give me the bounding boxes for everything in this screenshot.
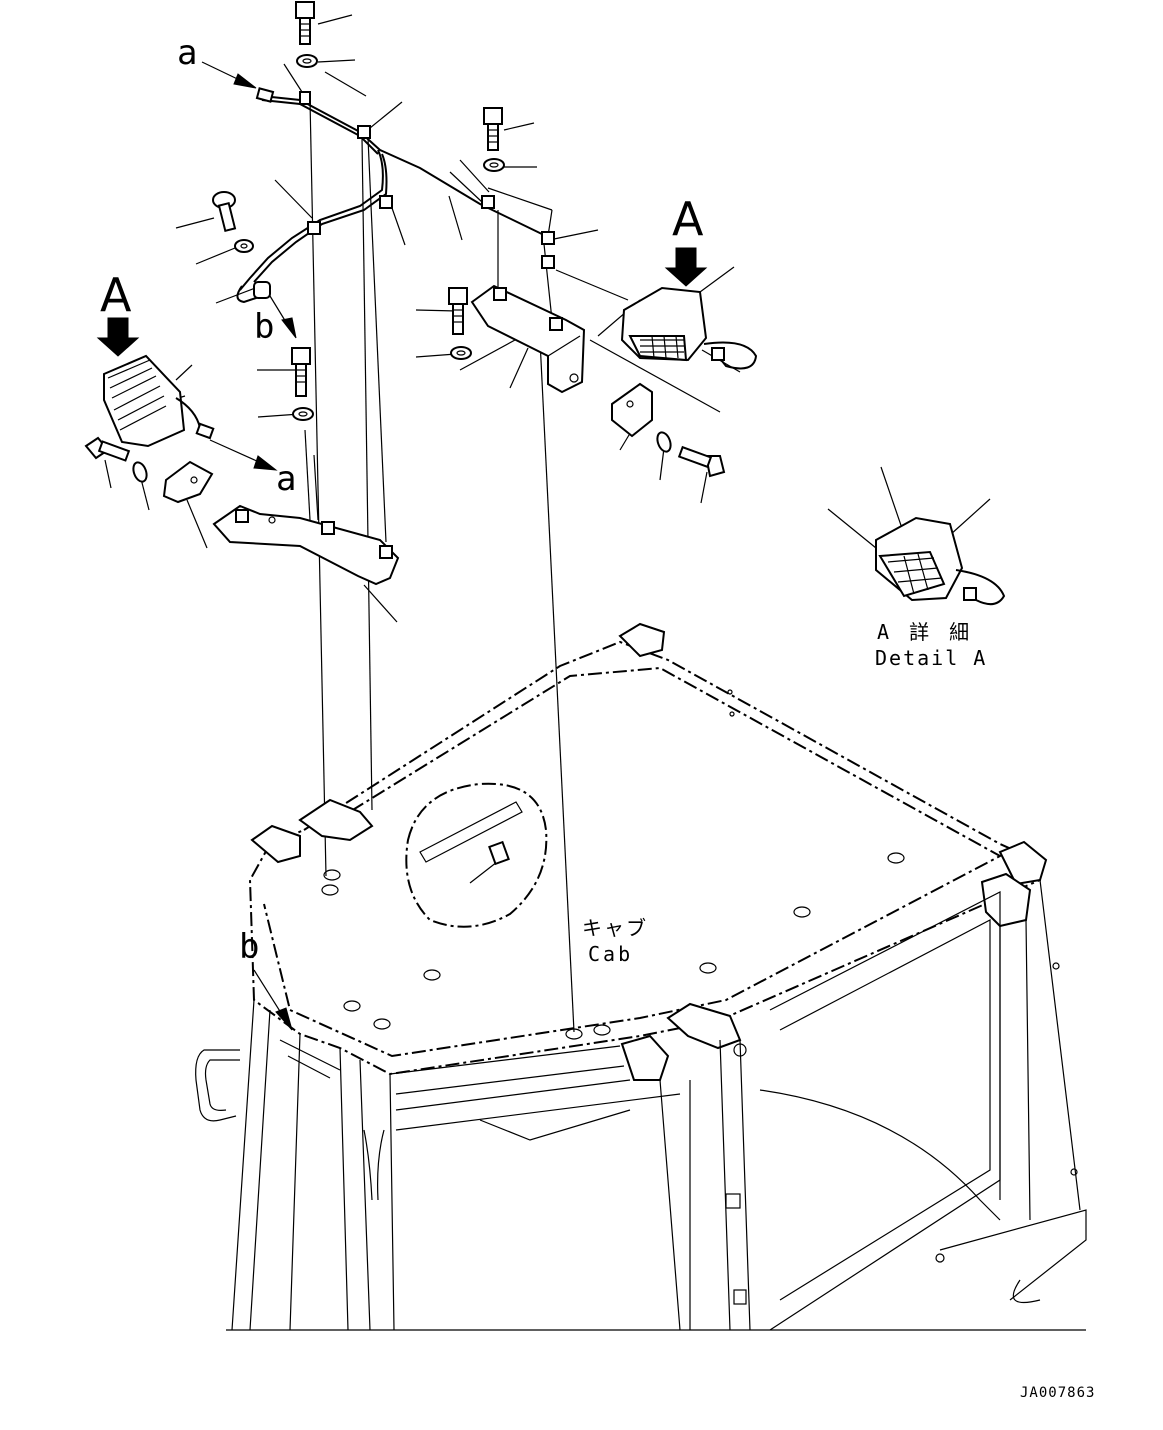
- cab-structure: [195, 622, 1087, 1331]
- connector-a-label-bottom: a: [276, 459, 297, 499]
- detail-a-lamp: [875, 516, 1006, 606]
- drawing-code: JA007863: [1020, 1385, 1096, 1401]
- fasteners: [84, 1, 726, 483]
- cab-label-jp: キャブ: [582, 916, 648, 940]
- detail-a-title-jp: A 詳 細: [877, 620, 974, 644]
- view-a-label-right: A: [672, 192, 704, 246]
- work-lamp-left: [103, 354, 215, 448]
- wire-harness: [236, 87, 555, 304]
- connector-a-label-top: a: [177, 33, 198, 73]
- connector-b-label-lower: b: [239, 927, 260, 967]
- cab-label-en: Cab: [588, 942, 634, 966]
- connector-b-label-upper: b: [254, 307, 275, 347]
- leader-lines: [104, 14, 991, 884]
- mounting-brackets: [162, 284, 653, 586]
- view-a-label-left: A: [100, 268, 132, 322]
- work-lamp-right: [620, 286, 758, 370]
- callout-arrows: [96, 61, 708, 1031]
- detail-a-title-en: Detail A: [875, 646, 988, 670]
